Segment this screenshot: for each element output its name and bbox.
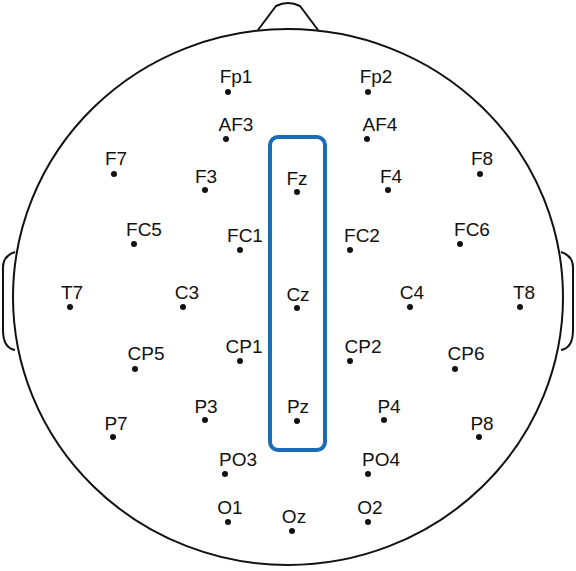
- electrode-label: FC6: [454, 220, 490, 239]
- electrode-dot: [294, 418, 300, 424]
- electrode-dot: [294, 189, 300, 195]
- electrode-label: P4: [377, 397, 400, 416]
- electrode-dot: [517, 304, 523, 310]
- electrode-dot: [347, 358, 353, 364]
- electrode-label: P7: [104, 414, 127, 433]
- electrode-dot: [225, 89, 231, 95]
- electrode-label: Pz: [287, 397, 309, 416]
- electrode-label: CP2: [345, 337, 382, 356]
- electrode-dot: [131, 241, 137, 247]
- electrode-label: T7: [61, 283, 83, 302]
- electrode-label: FC1: [227, 226, 263, 245]
- electrode-dot: [365, 519, 371, 525]
- electrode-label: AF4: [363, 115, 398, 134]
- electrode-label: Fp2: [360, 67, 393, 86]
- electrode-label: F7: [105, 149, 127, 168]
- electrode-dot: [111, 171, 117, 177]
- electrode-dot: [365, 471, 371, 477]
- electrode-label: F4: [380, 167, 402, 186]
- electrode-dot: [202, 187, 208, 193]
- electrode-label: FC5: [126, 220, 162, 239]
- electrode-dot: [67, 304, 73, 310]
- head-outline: [13, 29, 563, 565]
- electrode-label: CP5: [128, 344, 165, 363]
- electrode-label: O2: [357, 498, 382, 517]
- electrode-label: Oz: [282, 507, 306, 526]
- electrode-dot: [180, 304, 186, 310]
- electrode-dot: [237, 358, 243, 364]
- electrode-dot: [477, 171, 483, 177]
- electrode-label: F3: [195, 167, 217, 186]
- electrode-dot: [476, 434, 482, 440]
- nose: [258, 3, 318, 30]
- electrode-dot: [385, 187, 391, 193]
- electrode-label: FC2: [344, 226, 380, 245]
- electrode-label: Fp1: [220, 67, 253, 86]
- electrode-dot: [364, 136, 370, 142]
- electrode-dot: [110, 434, 116, 440]
- electrode-label: PO4: [362, 450, 400, 469]
- electrode-label: C4: [400, 283, 424, 302]
- electrode-label: P3: [194, 397, 217, 416]
- electrode-dot: [452, 366, 458, 372]
- electrode-dot: [347, 247, 353, 253]
- electrode-dot: [365, 89, 371, 95]
- electrode-label: F8: [471, 149, 493, 168]
- electrode-label: AF3: [219, 115, 254, 134]
- electrode-label: PO3: [219, 450, 257, 469]
- electrode-dot: [381, 417, 387, 423]
- electrode-label: P8: [470, 414, 493, 433]
- electrode-dot: [407, 304, 413, 310]
- electrode-dot: [132, 366, 138, 372]
- electrode-dot: [222, 471, 228, 477]
- electrode-dot: [237, 247, 243, 253]
- electrode-dot: [225, 519, 231, 525]
- electrode-label: O1: [217, 498, 242, 517]
- electrode-dot: [202, 417, 208, 423]
- electrode-dot: [457, 241, 463, 247]
- electrode-dot: [223, 136, 229, 142]
- highlight-box: [270, 137, 325, 450]
- electrode-label: Cz: [286, 285, 309, 304]
- electrode-label: T8: [513, 283, 535, 302]
- electrode-label: CP6: [448, 344, 485, 363]
- electrode-dot: [289, 528, 295, 534]
- electrode-label: Fz: [286, 169, 307, 188]
- electrode-dot: [294, 305, 300, 311]
- electrode-label: C3: [175, 283, 199, 302]
- electrode-label: CP1: [226, 337, 263, 356]
